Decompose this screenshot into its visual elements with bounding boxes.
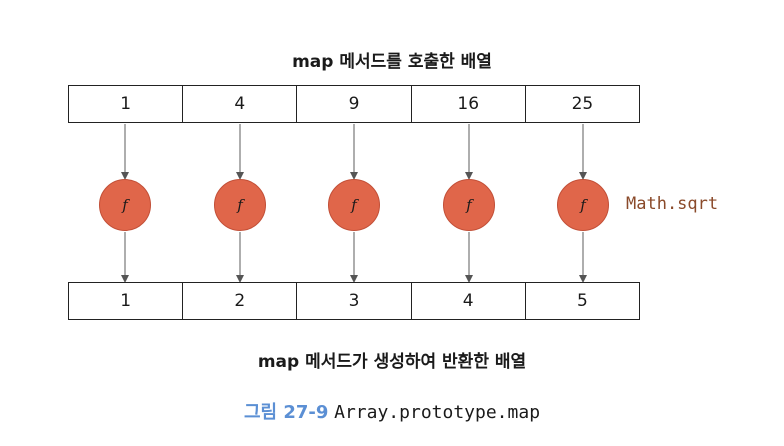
function-label: Math.sqrt [626,194,719,214]
function-circle: f [443,179,495,231]
input-array-title: map 메서드를 호출한 배열 [292,52,492,72]
input-cell: 4 [183,86,298,122]
input-cell: 25 [571,94,594,114]
input-cell: 16 [412,86,526,122]
output-cell: 4 [412,283,526,319]
function-circle: f [99,179,151,231]
input-array: 1 4 9 16 25 [68,85,640,123]
figure-caption-text: Array.prototype.map [334,402,541,423]
output-array-title: map 메서드가 생성하여 반환한 배열 [257,352,527,372]
output-array: 1 2 3 4 5 [68,282,640,320]
function-circle: f [557,179,609,231]
output-cell: 3 [297,283,412,319]
output-cell: 1 [69,283,184,319]
figure-caption: 그림 27-9 Array.prototype.map [0,398,784,424]
input-cell: 9 [297,86,412,122]
function-circle: f [214,179,266,231]
output-cell: 2 [183,283,298,319]
function-circle: f [328,179,380,231]
input-cell: 1 [69,86,184,122]
output-cell: 5 [577,291,588,311]
figure-number: 그림 27-9 [243,402,329,423]
